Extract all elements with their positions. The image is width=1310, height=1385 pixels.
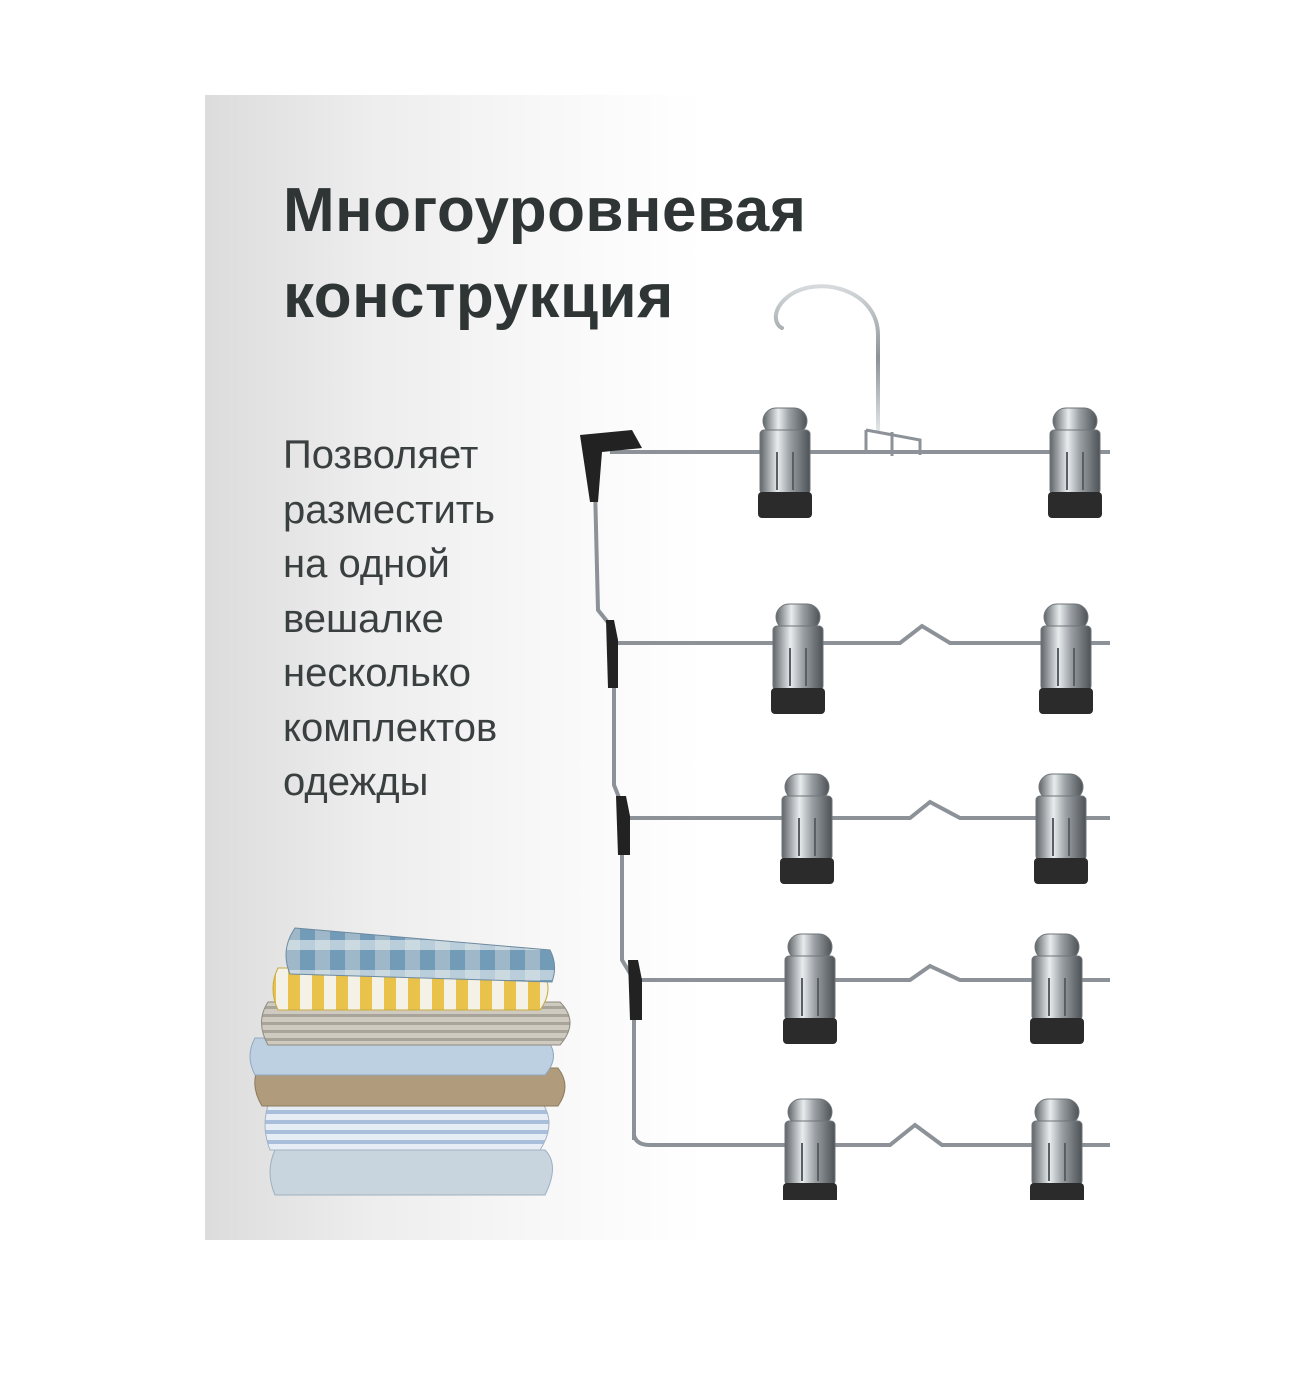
- description-line: вешалке: [283, 596, 444, 641]
- description-line: разместить: [283, 487, 495, 532]
- description-line: одежды: [283, 760, 429, 804]
- folded-clothes-stack-icon: [249, 927, 571, 1196]
- page-title: Многоуровневая конструкция: [283, 168, 903, 340]
- description-text: Позволяет разместить на одной вешалке не…: [283, 428, 583, 810]
- description-line: комплектов: [283, 705, 498, 750]
- multi-tier-clip-hanger-icon: [580, 284, 1110, 1200]
- title-line-1: Многоуровневая: [283, 176, 807, 245]
- title-line-2: конструкция: [283, 262, 674, 331]
- description-line: несколько: [283, 651, 472, 695]
- description-line: на одной: [283, 542, 450, 586]
- description-line: Позволяет: [283, 433, 479, 477]
